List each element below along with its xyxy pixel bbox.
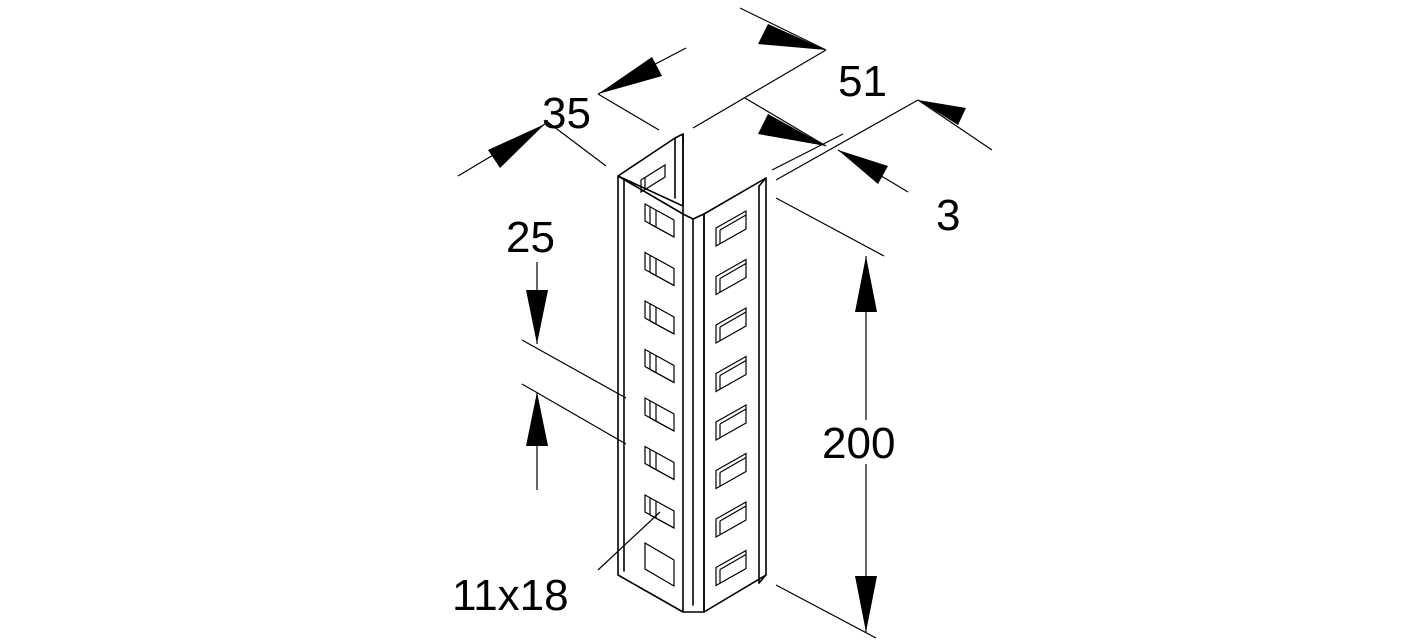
dimension-label-hole-size: 11x18 bbox=[452, 571, 569, 620]
arrow-51-bottom bbox=[758, 114, 826, 146]
side-hole bbox=[715, 355, 747, 393]
hole-size-callout: 11x18 bbox=[452, 511, 661, 620]
arrow-200-top bbox=[855, 256, 877, 312]
dimension-label-25: 25 bbox=[506, 213, 555, 262]
front-hole bbox=[644, 445, 675, 481]
arrow-200-bottom bbox=[855, 576, 877, 632]
side-hole-outline bbox=[715, 355, 747, 393]
front-hole bbox=[644, 251, 675, 287]
side-hole-outline bbox=[715, 209, 747, 248]
u-profile-body bbox=[617, 133, 767, 613]
front-hole bbox=[644, 396, 675, 433]
dimension-label-51: 51 bbox=[838, 57, 887, 106]
side-hole-outline bbox=[715, 306, 747, 345]
side-hole bbox=[715, 452, 747, 490]
fold-corner bbox=[682, 213, 705, 220]
side-hole bbox=[715, 306, 747, 345]
side-hole bbox=[715, 403, 747, 442]
arrow-35-left bbox=[488, 124, 545, 168]
side-hole bbox=[715, 258, 747, 296]
dimension-hole-pitch: 25 bbox=[506, 213, 627, 490]
front-hole-bottom bbox=[644, 541, 675, 588]
dimension-thickness: 3 bbox=[771, 99, 993, 240]
front-hole bbox=[644, 348, 675, 384]
side-hole-outline bbox=[715, 258, 747, 296]
side-holes bbox=[715, 209, 747, 587]
arrow-25-bottom bbox=[526, 392, 548, 446]
arrow-3-bottom bbox=[838, 150, 888, 184]
side-flange-face bbox=[703, 177, 767, 613]
arrow-25-top bbox=[526, 290, 548, 344]
arrow-35-right bbox=[598, 57, 662, 94]
dimension-flange-width: 35 bbox=[457, 47, 687, 177]
front-holes bbox=[644, 202, 675, 588]
dimension-label-35: 35 bbox=[542, 89, 591, 138]
arrow-51-top bbox=[758, 24, 826, 50]
side-hole bbox=[715, 500, 747, 539]
dimension-label-200: 200 bbox=[822, 419, 895, 468]
front-hole bbox=[644, 299, 675, 336]
side-hole-outline bbox=[715, 500, 747, 539]
dimension-length: 200 bbox=[775, 197, 895, 639]
side-hole bbox=[715, 209, 747, 248]
arrow-3-top bbox=[918, 100, 966, 125]
front-hole bbox=[644, 202, 675, 239]
dimension-web-width: 51 bbox=[692, 7, 887, 147]
side-hole-outline bbox=[715, 549, 747, 587]
side-hole bbox=[715, 549, 747, 587]
side-hole-outline bbox=[715, 403, 747, 442]
side-hole-outline bbox=[715, 452, 747, 490]
dimension-label-3: 3 bbox=[936, 191, 960, 240]
top-slot bbox=[640, 163, 666, 194]
